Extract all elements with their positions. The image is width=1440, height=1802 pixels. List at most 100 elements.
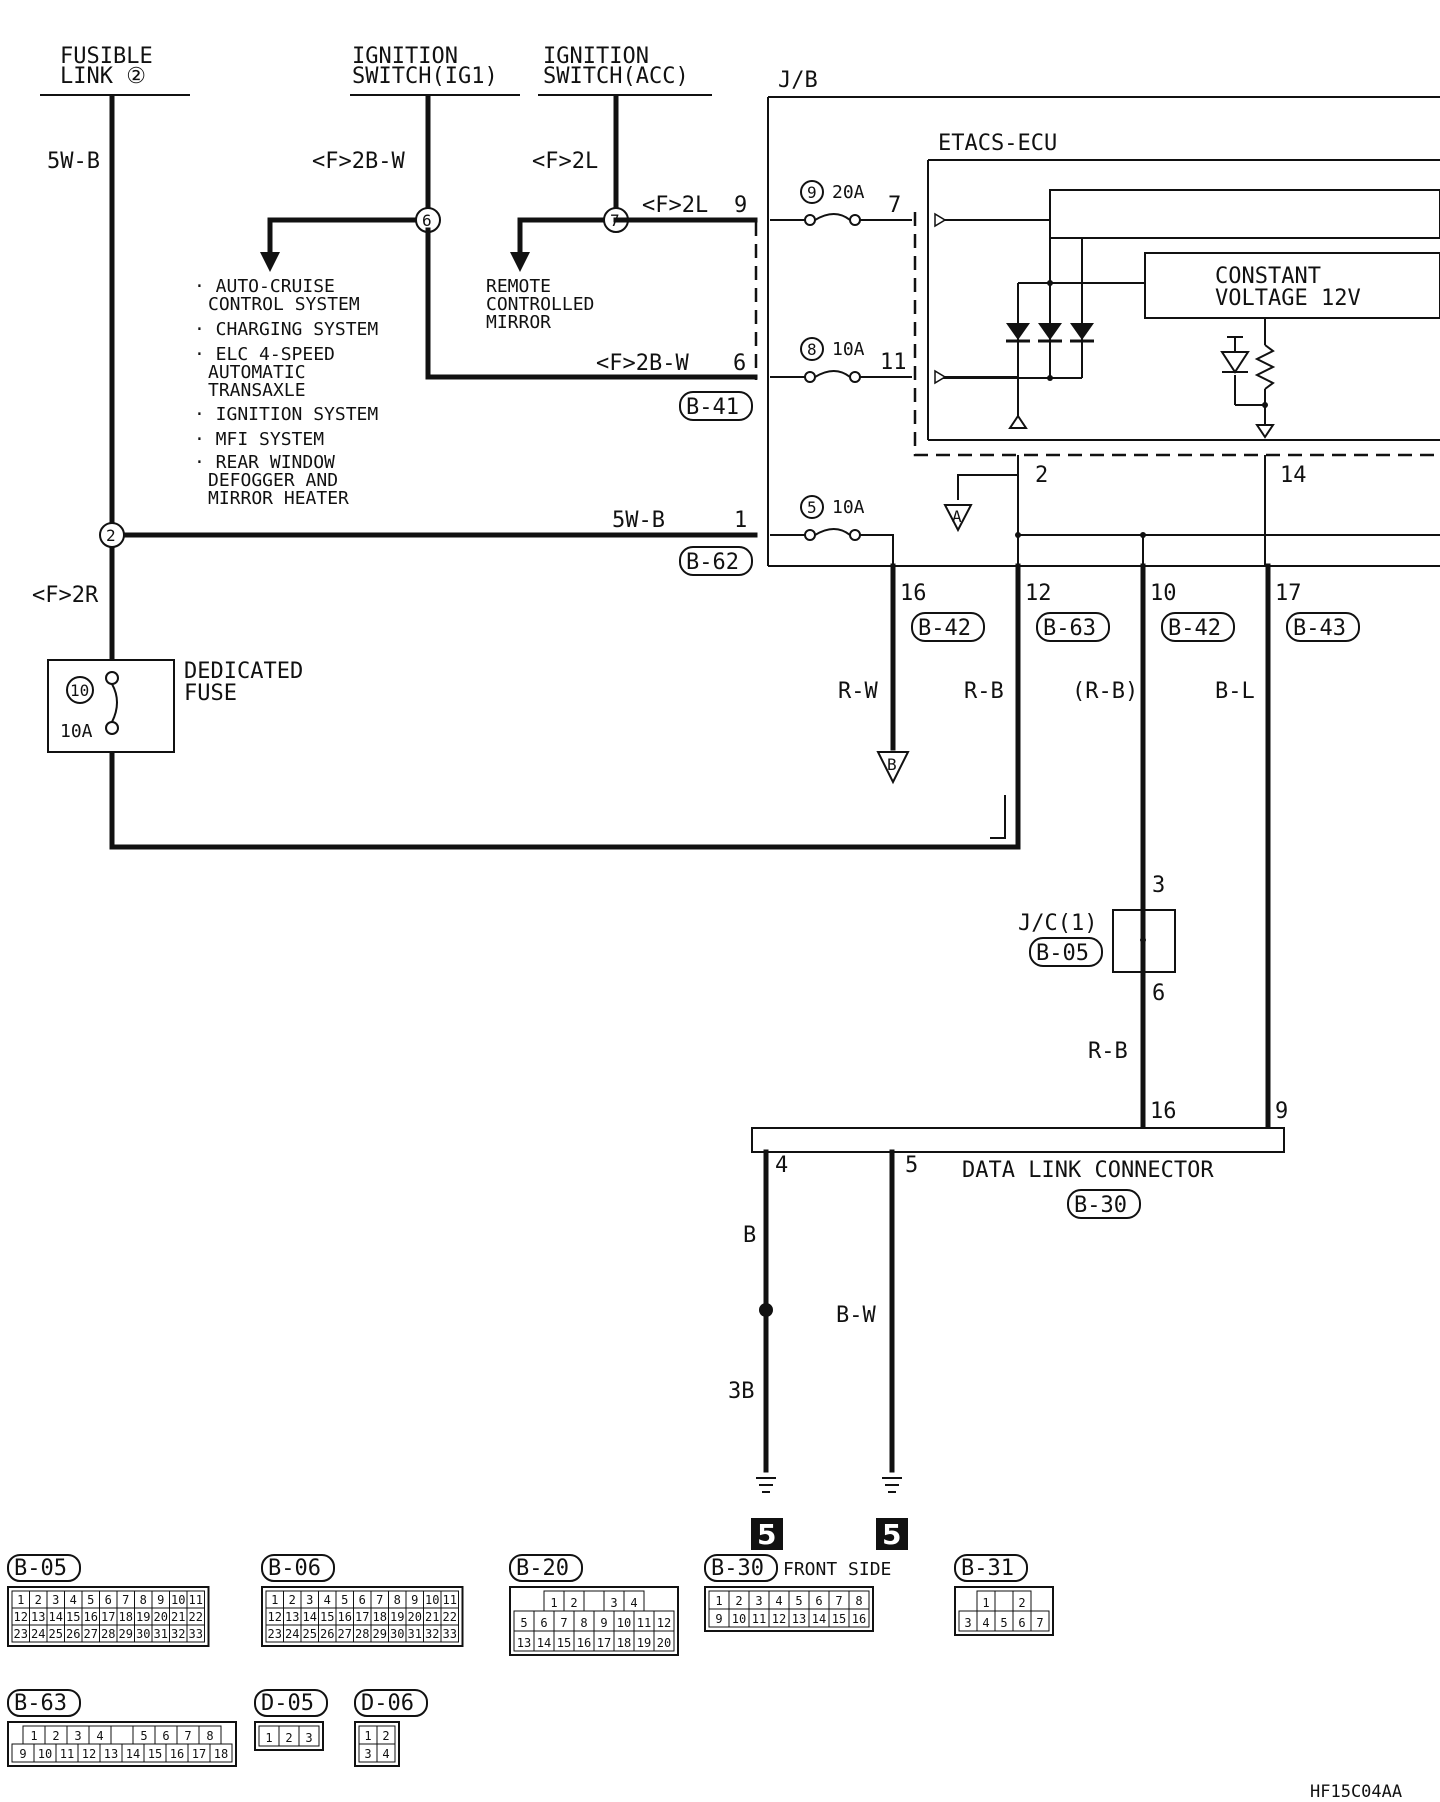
legend-cell-number: 2	[285, 1731, 292, 1745]
svg-text:MIRROR: MIRROR	[486, 312, 551, 333]
legend-cell-number: 20	[657, 1636, 671, 1650]
svg-text:B-43: B-43	[1293, 616, 1346, 641]
svg-text:5: 5	[807, 498, 817, 517]
svg-text:B-05: B-05	[1036, 941, 1089, 966]
wire-acc-branch	[517, 217, 619, 258]
svg-text:5: 5	[882, 1518, 901, 1551]
legend-cell-number: 3	[755, 1594, 762, 1608]
legend-cell-number: 17	[101, 1610, 115, 1624]
legend-cell-number: 7	[122, 1593, 129, 1607]
ignition-switch-ig1-label: IGNITION SWITCH(IG1)	[350, 44, 520, 96]
fuse-9-20a: 9 20A 7	[770, 180, 912, 226]
wire-label-r-b-low: R-B	[1088, 1039, 1128, 1064]
legend-cell-number: 4	[70, 1593, 77, 1607]
connector-b42-a: B-42	[911, 612, 985, 642]
pin-9b: 9	[1275, 1099, 1288, 1124]
legend-cell-number: 5	[795, 1594, 802, 1608]
wire-label-f2l-top: <F>2L	[532, 149, 598, 174]
legend-cell-number: 8	[206, 1729, 213, 1743]
legend-cell-number: 16	[170, 1747, 184, 1761]
legend-cell	[583, 1590, 605, 1612]
svg-text:20A: 20A	[832, 182, 865, 203]
svg-text:VOLTAGE 12V: VOLTAGE 12V	[1215, 286, 1361, 311]
legend-cell-number: 10	[425, 1593, 439, 1607]
wire-label-f2r: <F>2R	[32, 583, 99, 608]
jb-label: J/B	[778, 68, 818, 93]
pin-9: 9	[734, 193, 747, 218]
etacs-dashed-boundary	[754, 212, 1440, 457]
legend-cell-number: 14	[812, 1612, 826, 1626]
legend-cell-number: 15	[148, 1747, 162, 1761]
data-link-connector: 16 9 4 5 DATA LINK CONNECTOR B-30	[751, 1099, 1288, 1219]
legend-cell-number: 33	[443, 1627, 457, 1641]
legend-label: B-63	[14, 1691, 67, 1716]
legend-cell-number: 21	[171, 1610, 185, 1624]
legend-cell-number: 27	[84, 1627, 98, 1641]
legend-cell-number: 6	[815, 1594, 822, 1608]
legend-cell-number: 8	[394, 1593, 401, 1607]
legend-cell-number: 8	[855, 1594, 862, 1608]
connector-b43: B-43	[1286, 612, 1360, 642]
legend-cell-number: 14	[126, 1747, 140, 1761]
svg-text:· AUTO-CRUISE: · AUTO-CRUISE	[194, 276, 335, 297]
legend-cell-number: 23	[268, 1627, 282, 1641]
legend-cell-number: 7	[560, 1616, 567, 1630]
legend-cell-number: 29	[119, 1627, 133, 1641]
legend-suffix: FRONT SIDE	[783, 1559, 891, 1580]
svg-text:B: B	[887, 755, 897, 774]
legend-cell-number: 3	[610, 1596, 617, 1610]
svg-text:REMOTE: REMOTE	[486, 276, 551, 297]
legend-cell-number: 1	[715, 1594, 722, 1608]
legend-cell-number: 13	[517, 1636, 531, 1650]
legend-cell-number: 13	[792, 1612, 806, 1626]
joint-connector-jc1: J/C(1) B-05 3 6	[1018, 873, 1176, 1006]
legend-cell-number: 3	[964, 1616, 971, 1630]
legend-cell-number: 13	[31, 1610, 45, 1624]
legend-cell-number: 10	[732, 1612, 746, 1626]
legend-cell-number: 7	[376, 1593, 383, 1607]
legend-cell-number: 31	[408, 1627, 422, 1641]
svg-text:A: A	[952, 507, 962, 526]
legend-cell-number: 11	[752, 1612, 766, 1626]
legend-cell	[440, 1624, 459, 1643]
legend-cell-number: 11	[443, 1593, 457, 1607]
legend-cell-number: 5	[341, 1593, 348, 1607]
ignition-switch-acc-label: IGNITION SWITCH(ACC)	[538, 44, 712, 96]
legend-cell-number: 4	[630, 1596, 637, 1610]
legend-cell-number: 11	[189, 1593, 203, 1607]
ig1-branch-list: · AUTO-CRUISE CONTROL SYSTEM · CHARGING …	[194, 276, 378, 509]
legend-label: B-30	[711, 1556, 764, 1581]
legend-cell-number: 20	[408, 1610, 422, 1624]
svg-text:B-41: B-41	[686, 395, 739, 420]
svg-text:CONTROLLED: CONTROLLED	[486, 294, 594, 315]
svg-text:10A: 10A	[832, 339, 865, 360]
legend-cell-number: 7	[1036, 1616, 1043, 1630]
connector-b63: B-63	[1036, 612, 1110, 642]
legend-cell-number: 18	[214, 1747, 228, 1761]
fuse-5-10a: 5 10A	[770, 495, 894, 566]
legend-label: B-06	[268, 1556, 321, 1581]
legend-cell-number: 1	[364, 1729, 371, 1743]
etacs-resistor-transistor	[1220, 318, 1276, 439]
legend-label: B-31	[961, 1556, 1014, 1581]
ground-symbol-left: 5	[751, 1477, 783, 1551]
legend-cell-number: 10	[171, 1593, 185, 1607]
legend-cell-number: 1	[17, 1593, 24, 1607]
legend-cell	[186, 1624, 205, 1643]
legend-cell-number: 3	[52, 1593, 59, 1607]
etacs-ecu-outline: CONSTANT VOLTAGE 12V	[927, 159, 1440, 441]
fusible-link-label: FUSIBLE LINK ②	[40, 44, 190, 96]
svg-text:SWITCH(ACC): SWITCH(ACC)	[543, 64, 689, 89]
legend-cell-number: 23	[14, 1627, 28, 1641]
svg-text:5: 5	[757, 1518, 776, 1551]
legend-cell-number: 6	[359, 1593, 366, 1607]
legend-cell-number: 19	[136, 1610, 150, 1624]
legend-cell-number: 9	[157, 1593, 164, 1607]
acc-branch-list: REMOTE CONTROLLED MIRROR	[486, 276, 594, 333]
etacs-input-lines	[934, 212, 1050, 385]
legend-cell-number: 19	[390, 1610, 404, 1624]
